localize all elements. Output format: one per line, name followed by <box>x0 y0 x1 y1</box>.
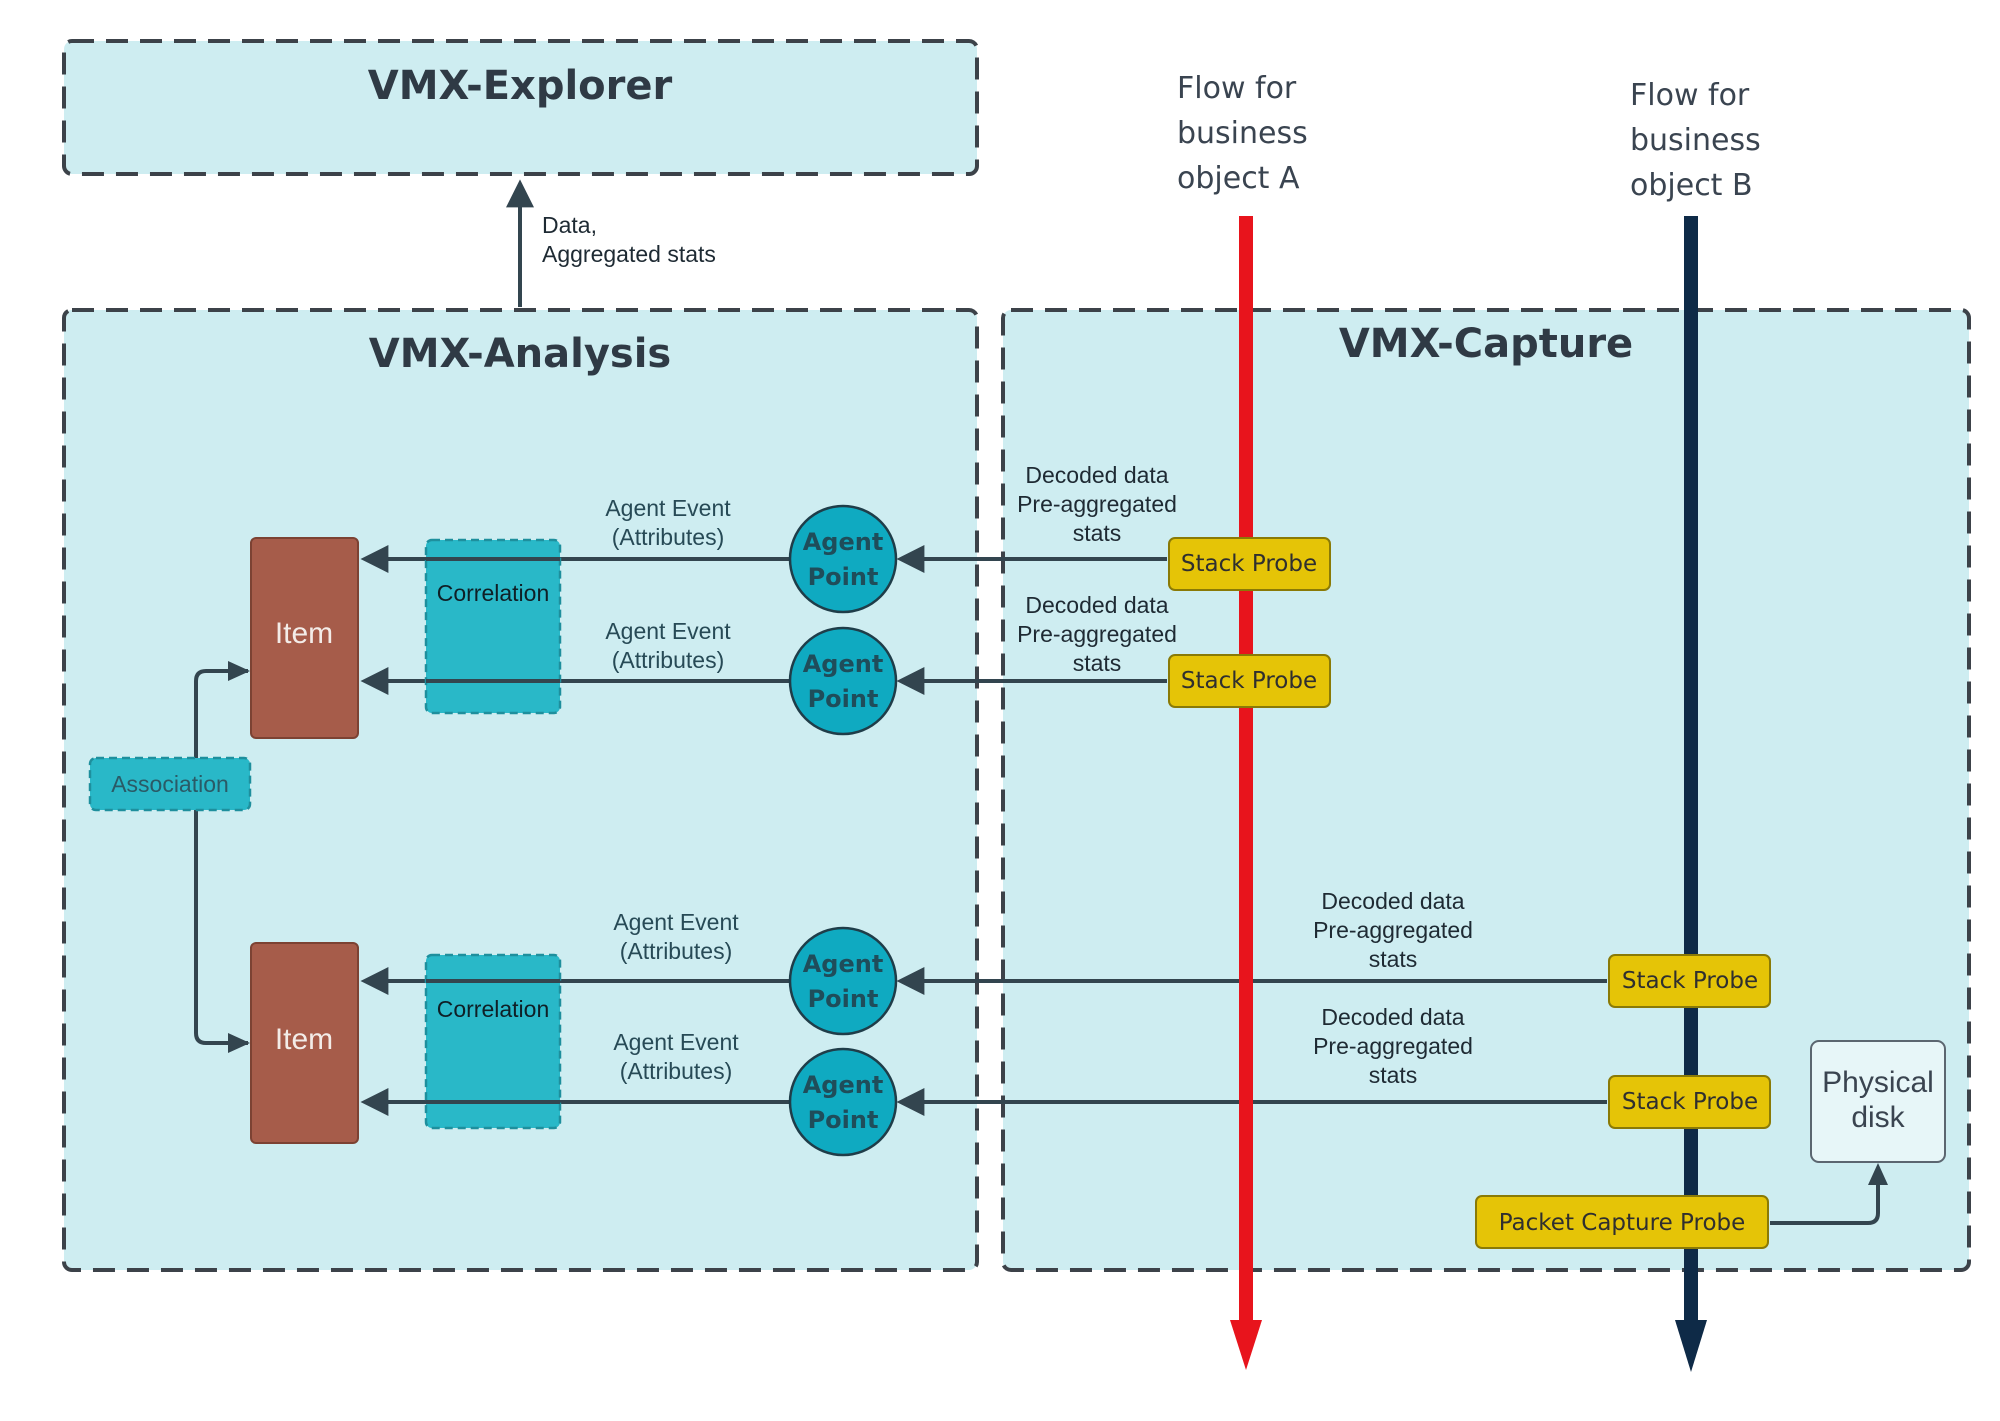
agent-event-label: Agent Event (Attributes) <box>613 909 739 964</box>
stack-probe-label: Stack Probe <box>1622 1089 1758 1115</box>
decoded-line3: stats <box>1073 650 1122 676</box>
stack-probe-label: Stack Probe <box>1181 551 1317 577</box>
packet-capture-probe: Packet Capture Probe <box>1475 1195 1769 1249</box>
agent-point: Agent Point <box>788 626 898 736</box>
flow-a-label-line2: business <box>1177 116 1308 151</box>
physical-disk-line2: disk <box>1851 1101 1905 1134</box>
explorer-data-link: Data, Aggregated stats <box>506 179 716 307</box>
association-box: Association <box>88 756 252 812</box>
vmx-capture-title: VMX-Capture <box>1339 321 1633 367</box>
agent-event-label: Agent Event (Attributes) <box>605 495 731 550</box>
agent-point-line2: Point <box>808 1106 879 1134</box>
agent-point-line1: Agent <box>803 950 884 978</box>
decoded-line1: Decoded data <box>1321 1004 1464 1030</box>
packet-capture-probe-label: Packet Capture Probe <box>1499 1210 1746 1236</box>
agent-event-line1: Agent Event <box>605 618 731 644</box>
explorer-link-label-line2: Aggregated stats <box>542 241 716 267</box>
decoded-line3: stats <box>1369 1062 1418 1088</box>
agent-event-line2: (Attributes) <box>612 524 724 550</box>
correlation-box: Correlation <box>424 538 562 715</box>
decoded-data-label: Decoded data Pre-aggregated stats <box>1017 462 1177 546</box>
stack-probe: Stack Probe <box>1168 537 1331 591</box>
correlation-label: Correlation <box>437 580 550 606</box>
flow-a-label-line3: object A <box>1177 161 1300 196</box>
agent-event-label: Agent Event (Attributes) <box>613 1029 739 1084</box>
flow-a-label-line1: Flow for <box>1177 71 1297 106</box>
decoded-line1: Decoded data <box>1321 888 1464 914</box>
association-label: Association <box>111 771 229 797</box>
item-box: Item <box>250 537 359 739</box>
flow-b-line <box>1675 216 1707 1372</box>
flow-b-label: Flow for business object B <box>1630 78 1761 203</box>
agent-point-line2: Point <box>808 985 879 1013</box>
flow-b-label-line3: object B <box>1630 168 1753 203</box>
decoded-data-label: Decoded data Pre-aggregated stats <box>1313 888 1473 972</box>
agent-point-line1: Agent <box>803 1071 884 1099</box>
agent-event-line1: Agent Event <box>613 909 739 935</box>
item-label: Item <box>275 617 333 650</box>
flow-b-label-line1: Flow for <box>1630 78 1750 113</box>
physical-disk-line1: Physical <box>1822 1066 1934 1099</box>
agent-event-line2: (Attributes) <box>620 1058 732 1084</box>
agent-event-label: Agent Event (Attributes) <box>605 618 731 673</box>
packet-capture-link <box>1770 1163 1888 1225</box>
stack-probe: Stack Probe <box>1608 1075 1771 1129</box>
agent-point: Agent Point <box>788 926 898 1036</box>
decoded-line2: Pre-aggregated <box>1313 917 1473 943</box>
agent-event-line2: (Attributes) <box>612 647 724 673</box>
decoded-line2: Pre-aggregated <box>1017 491 1177 517</box>
flow-b-label-line2: business <box>1630 123 1761 158</box>
vmx-explorer-panel: VMX-Explorer <box>62 39 979 176</box>
vmx-analysis-title: VMX-Analysis <box>369 331 671 377</box>
decoded-data-label: Decoded data Pre-aggregated stats <box>1017 592 1177 676</box>
decoded-line3: stats <box>1369 946 1418 972</box>
decoded-line1: Decoded data <box>1025 592 1168 618</box>
agent-point-line2: Point <box>808 685 879 713</box>
flow-a-line <box>1230 216 1262 1370</box>
probe-arrows <box>896 545 1607 1116</box>
association-connector <box>194 661 250 1053</box>
decoded-line3: stats <box>1073 520 1122 546</box>
explorer-link-label-line1: Data, <box>542 212 597 238</box>
stack-probe: Stack Probe <box>1168 654 1331 708</box>
decoded-line1: Decoded data <box>1025 462 1168 488</box>
item-label: Item <box>275 1023 333 1056</box>
flow-a-label: Flow for business object A <box>1177 71 1308 196</box>
decoded-line2: Pre-aggregated <box>1313 1033 1473 1059</box>
stack-probe-label: Stack Probe <box>1622 968 1758 994</box>
agent-event-line1: Agent Event <box>613 1029 739 1055</box>
agent-point-line2: Point <box>808 563 879 591</box>
agent-event-line2: (Attributes) <box>620 938 732 964</box>
stack-probe: Stack Probe <box>1608 954 1771 1008</box>
agent-point-line1: Agent <box>803 650 884 678</box>
correlation-box: Correlation <box>424 953 562 1130</box>
agent-point: Agent Point <box>788 504 898 614</box>
vmx-explorer-title: VMX-Explorer <box>368 63 673 109</box>
physical-disk: Physical disk <box>1810 1040 1946 1163</box>
stack-probe-label: Stack Probe <box>1181 668 1317 694</box>
correlation-label: Correlation <box>437 996 550 1022</box>
agent-point-line1: Agent <box>803 528 884 556</box>
decoded-data-label: Decoded data Pre-aggregated stats <box>1313 1004 1473 1088</box>
agent-point: Agent Point <box>788 1047 898 1157</box>
agent-event-line1: Agent Event <box>605 495 731 521</box>
item-box: Item <box>250 942 359 1144</box>
decoded-line2: Pre-aggregated <box>1017 621 1177 647</box>
